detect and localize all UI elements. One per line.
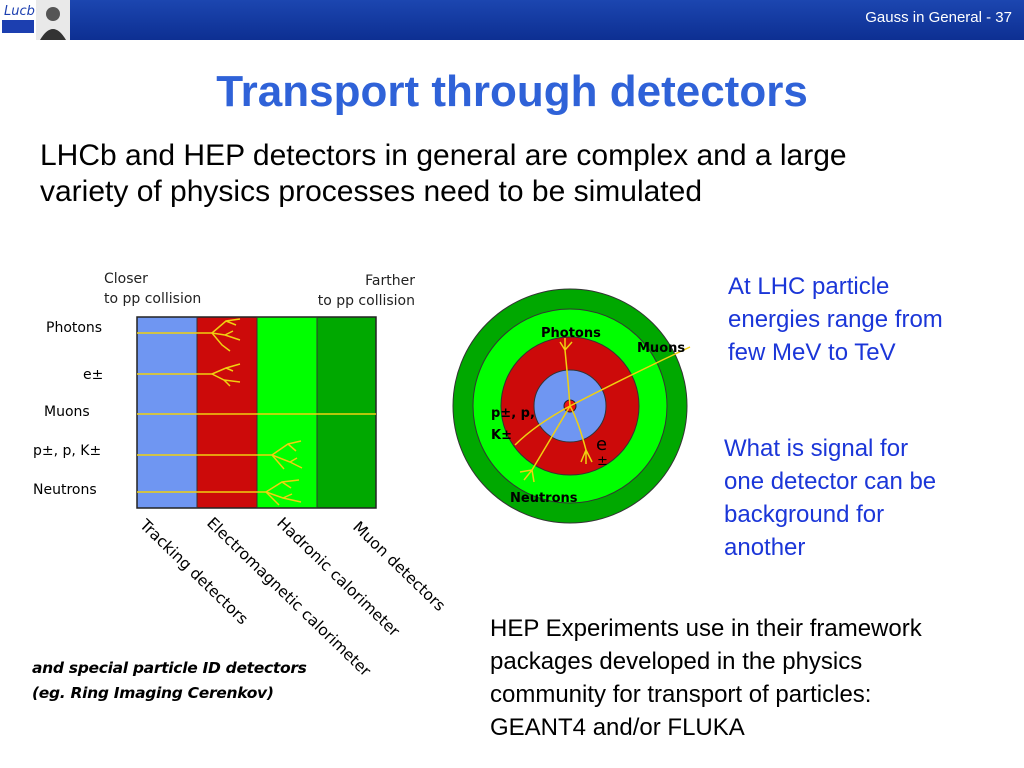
framework-line-1: HEP Experiments use in their framework [490, 615, 922, 642]
signal-line-1: What is signal for [724, 435, 909, 462]
framework-note: HEP Experiments use in their framework p… [490, 612, 1020, 744]
ring-label-hadrons-2: K± [491, 428, 512, 443]
framework-line-4: GEANT4 and/or FLUKA [490, 714, 745, 741]
hcal-layer [257, 317, 317, 508]
particle-electron: e± [83, 367, 103, 383]
special-detectors-note: and special particle ID detectors (eg. R… [32, 656, 307, 706]
closer-label-line-2: to pp collision [104, 291, 201, 307]
ring-label-photons: Photons [541, 326, 601, 341]
signal-line-2: one detector can be [724, 468, 937, 495]
tracking-layer [137, 317, 197, 508]
signal-background-note: What is signal for one detector can be b… [724, 432, 936, 564]
ring-label-neutrons: Neutrons [510, 491, 578, 506]
farther-label-line-2: to pp collision [318, 293, 415, 309]
energy-line-3: few MeV to TeV [728, 339, 896, 366]
slide-number: Gauss in General - 37 [865, 9, 1012, 26]
note-line-2: (eg. Ring Imaging Cerenkov) [32, 684, 274, 702]
layered-detector-diagram: Closer to pp collision Farther to pp col… [33, 271, 449, 680]
particle-muons: Muons [44, 404, 90, 420]
particle-photons: Photons [46, 320, 102, 336]
lhcb-logo: Lucb [0, 0, 70, 40]
muon-layer [317, 317, 376, 508]
energy-line-2: energies range from [728, 306, 943, 333]
energy-range-note: At LHC particle energies range from few … [728, 270, 943, 369]
energy-line-1: At LHC particle [728, 273, 890, 300]
ring-detector-diagram: Photons Muons p±, p, K± e ± Neutrons [452, 288, 691, 524]
ring-label-hadrons-1: p±, p, [491, 406, 535, 421]
header-bar: Lucb Gauss in General - 37 [0, 0, 1024, 40]
intro-line-1: LHCb and HEP detectors in general are co… [40, 139, 847, 172]
ring-label-muons: Muons [637, 341, 685, 356]
particle-hadrons: p±, p, K± [33, 443, 101, 459]
closer-label-line-1: Closer [104, 271, 148, 287]
intro-text: LHCb and HEP detectors in general are co… [40, 138, 1000, 210]
particle-neutrons: Neutrons [33, 482, 97, 498]
detector-label-hcal: Hadronic calorimeter [273, 514, 403, 641]
framework-line-2: packages developed in the physics [490, 648, 863, 675]
note-line-1: and special particle ID detectors [32, 659, 307, 677]
ring-label-electron: e [596, 434, 607, 455]
framework-line-3: community for transport of particles: [490, 681, 872, 708]
intro-line-2: variety of physics processes need to be … [40, 175, 703, 208]
slide-title: Transport through detectors [216, 67, 808, 116]
signal-line-4: another [724, 534, 806, 561]
svg-text:Lucb: Lucb [4, 4, 35, 19]
farther-label-line-1: Farther [365, 273, 415, 289]
ring-label-electron-sign: ± [597, 454, 608, 469]
signal-line-3: background for [724, 501, 885, 528]
ecal-layer [197, 317, 257, 508]
